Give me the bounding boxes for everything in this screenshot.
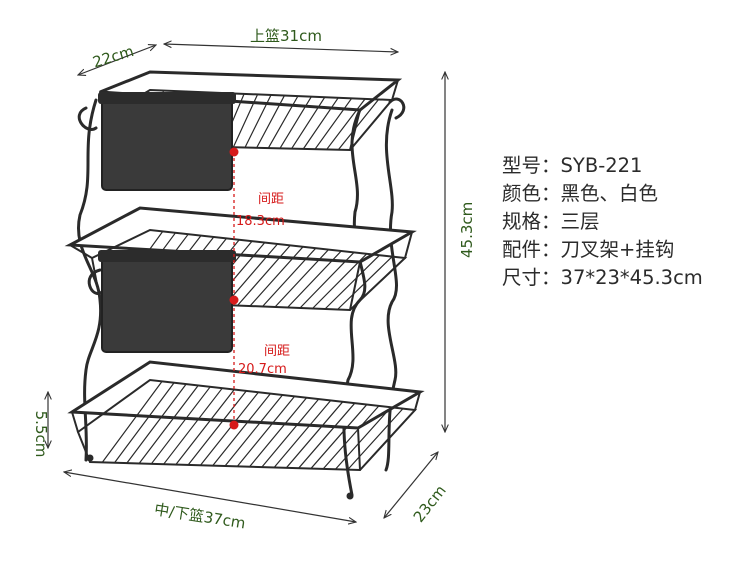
wire xyxy=(291,96,326,150)
wire xyxy=(163,387,223,465)
spec-model: 型号：SYB-221 xyxy=(502,154,643,177)
wire xyxy=(101,380,163,463)
wire xyxy=(150,386,211,465)
wire xyxy=(298,402,356,469)
wire xyxy=(299,251,355,309)
dimension-lines xyxy=(48,44,445,522)
wire xyxy=(322,405,380,470)
wire xyxy=(244,94,272,149)
spacing-1-label: 间距 xyxy=(258,192,284,207)
wire xyxy=(310,403,368,470)
spacing-1-value: 18.3cm xyxy=(236,214,285,229)
bottom-width-label: 中/下篮37cm xyxy=(153,500,247,532)
wire xyxy=(248,397,308,468)
foot-height-label: 5.5cm xyxy=(32,411,50,458)
dimension-labels: 22cm 上篮31cm 45.3cm 5.5cm 中/下篮37cm 23cm xyxy=(32,27,476,532)
top-depth-label: 22cm xyxy=(91,42,136,71)
spec-color: 颜色：黑色、白色 xyxy=(502,182,659,205)
wire xyxy=(224,394,284,467)
wire xyxy=(187,390,247,466)
three-tier-rack xyxy=(64,70,425,500)
wire xyxy=(347,408,404,471)
spec-accessories: 配件：刀叉架+挂钩 xyxy=(502,238,675,261)
wire xyxy=(236,395,296,467)
wire xyxy=(302,97,339,150)
wire xyxy=(274,249,330,308)
wire xyxy=(324,254,381,310)
wire xyxy=(175,388,235,466)
utensil-holder-middle xyxy=(101,253,233,353)
wire xyxy=(199,391,260,466)
wire xyxy=(261,398,320,468)
spacing-indicator: 间距 18.3cm 间距 20.7cm xyxy=(229,147,290,430)
wire xyxy=(212,393,272,467)
top-width-label: 上篮31cm xyxy=(250,27,322,45)
hook xyxy=(77,106,98,131)
wire xyxy=(279,96,312,149)
wire xyxy=(138,384,199,465)
wire xyxy=(286,250,342,309)
spec-dimensions: 尺寸：37*23*45.3cm xyxy=(502,266,703,289)
height-label: 45.3cm xyxy=(458,202,476,258)
spacing-2-label: 间距 xyxy=(264,344,290,359)
spec-list: 型号：SYB-221 颜色：黑色、白色 规格：三层 配件：刀叉架+挂钩 尺寸：3… xyxy=(502,152,703,292)
utensil-holder-top xyxy=(101,95,233,191)
wire xyxy=(249,246,304,307)
spacing-2-value: 20.7cm xyxy=(238,362,287,377)
wire xyxy=(267,95,299,149)
wire xyxy=(326,98,366,151)
wire xyxy=(314,97,353,150)
bottom-basket xyxy=(67,360,425,500)
wire xyxy=(285,401,344,469)
wire xyxy=(336,256,393,311)
wire xyxy=(113,382,175,464)
hook xyxy=(87,268,104,296)
wire xyxy=(232,93,259,148)
wire xyxy=(261,247,317,308)
bottom-depth-label: 23cm xyxy=(410,482,450,526)
wire xyxy=(311,253,368,310)
wire xyxy=(273,399,332,469)
wire xyxy=(126,383,187,464)
wire xyxy=(337,98,380,151)
wire xyxy=(224,243,279,306)
hook xyxy=(388,97,406,120)
spec-size-type: 规格：三层 xyxy=(502,210,600,233)
wire xyxy=(236,244,291,307)
wire xyxy=(256,94,286,149)
wire xyxy=(334,406,392,470)
